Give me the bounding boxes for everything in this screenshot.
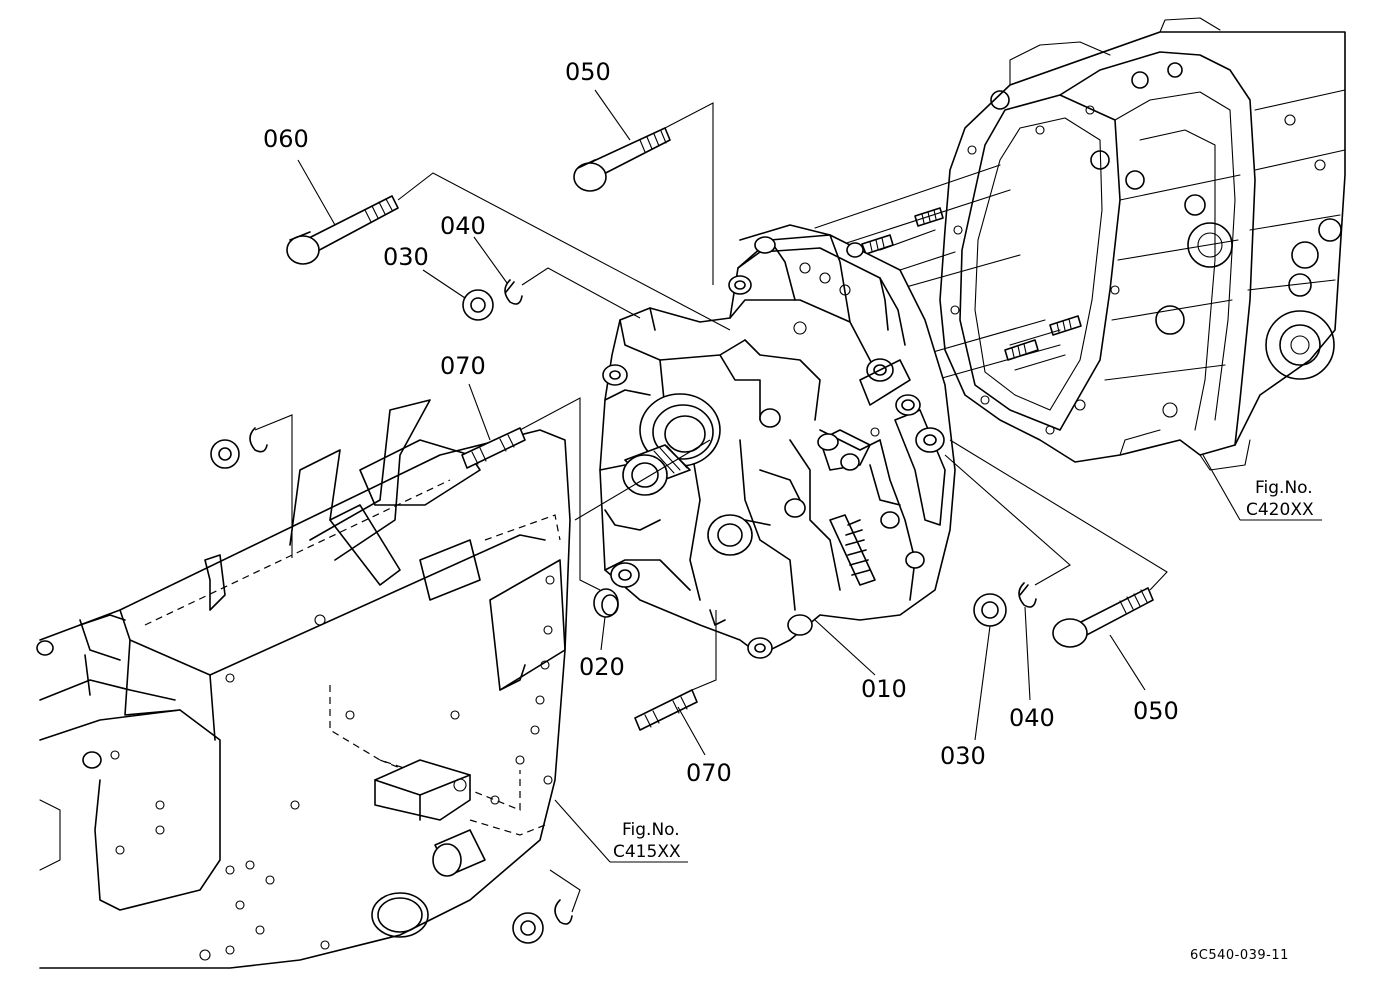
center-housing: [599, 224, 956, 659]
callout-070-top: 070: [440, 352, 486, 380]
fig-ref-transmission-line1: Fig.No.: [1255, 478, 1313, 498]
bolt-050-right: [1052, 587, 1154, 648]
callout-070-bottom: 070: [686, 759, 732, 787]
stud-070-lower: [634, 689, 698, 731]
lockwasher-040-right: [1018, 582, 1037, 608]
dowel-studs: [861, 207, 1082, 361]
fig-ref-frame-line2: C415XX: [613, 842, 681, 862]
nut-frame-bottom: [512, 899, 573, 944]
callout-020: 020: [579, 653, 625, 681]
callout-050-right: 050: [1133, 697, 1179, 725]
callout-040-right: 040: [1009, 704, 1055, 732]
callout-040-left: 040: [440, 212, 486, 240]
transmission-case: [939, 17, 1346, 471]
callout-060: 060: [263, 125, 309, 153]
callout-010: 010: [861, 675, 907, 703]
nut-030-right: [973, 593, 1007, 627]
figure-references: Fig.No. C420XX Fig.No. C415XX: [613, 478, 1314, 862]
callout-030-left: 030: [383, 243, 429, 271]
nut-030-upper: [462, 289, 494, 321]
nut-frame-left: [210, 427, 268, 469]
fig-ref-frame-line1: Fig.No.: [622, 820, 680, 840]
seal-020: [593, 588, 619, 618]
callout-050-top: 050: [565, 58, 611, 86]
drawing-code: 6C540-039-11: [1190, 948, 1289, 963]
bolt-060: [286, 195, 399, 265]
bolt-050-top: [573, 127, 671, 192]
lockwasher-040-upper: [504, 279, 523, 305]
assembly-lines: [254, 102, 1168, 913]
stud-070-upper: [461, 427, 526, 469]
callout-leaders: [297, 89, 1322, 863]
callout-labels: 050 060 040 030 070 020 010 040 050 030 …: [263, 58, 1179, 787]
callout-030-right: 030: [940, 742, 986, 770]
fig-ref-transmission-line2: C420XX: [1246, 500, 1314, 520]
front-frame: [36, 399, 571, 969]
